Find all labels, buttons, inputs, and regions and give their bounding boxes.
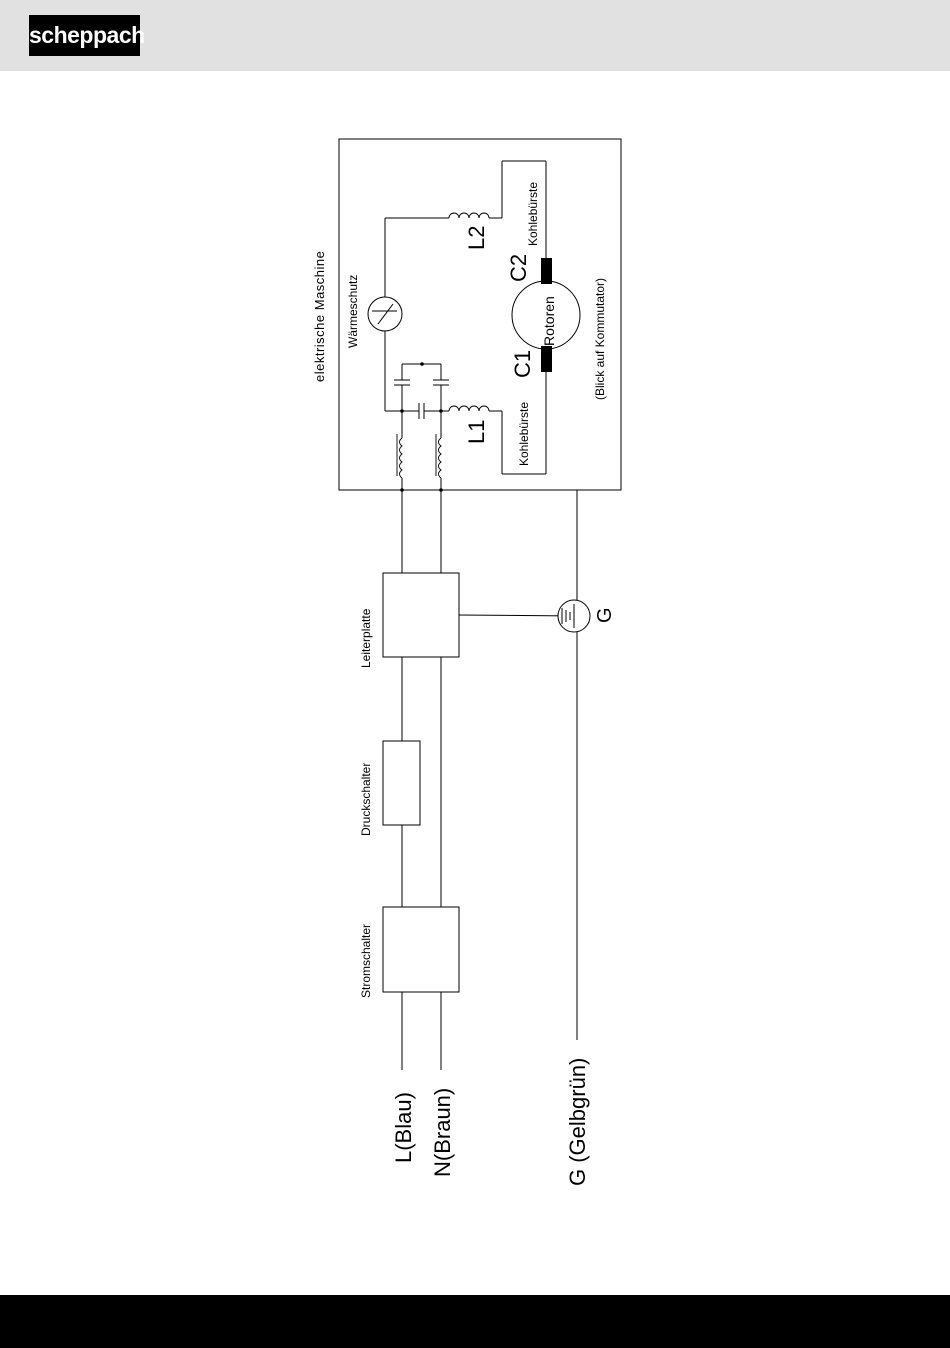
ground-label: G (Gelbgrün) [565, 1058, 590, 1186]
pressure-switch-box [383, 741, 420, 825]
commutator-note: (Blick auf Kommutator) [593, 278, 607, 400]
coil-l2-label: L2 [464, 226, 489, 250]
pcb-label: Leiterplatte [359, 608, 373, 668]
choke-live [397, 411, 402, 490]
machine-label: elektrische Maschine [312, 251, 327, 382]
thermal-protector-symbol [368, 297, 402, 331]
coil-l1-label: L1 [464, 420, 489, 444]
brush-left-label: Kohlebürste [517, 402, 531, 466]
coil-l1 [449, 406, 489, 411]
ground-symbol [558, 600, 590, 632]
rotor-label: Rotoren [541, 296, 557, 346]
thermal-protection-label: Wärmeschutz [346, 275, 360, 348]
page-footer [0, 1295, 950, 1348]
pcb-box [383, 573, 459, 657]
choke-neutral [436, 411, 441, 490]
ground-symbol-label: G [594, 607, 616, 623]
pressure-switch-label: Druckschalter [359, 763, 373, 836]
neutral-label: N(Braun) [430, 1088, 455, 1177]
brush-c2 [541, 258, 552, 284]
power-switch-box [383, 907, 459, 992]
brush-c1-label: C1 [510, 350, 535, 378]
brush-c1 [541, 346, 552, 372]
live-label: L(Blau) [391, 1092, 416, 1163]
brush-right-label: Kohlebürste [526, 182, 540, 246]
brush-c2-label: C2 [506, 254, 531, 282]
capacitor-network [394, 362, 449, 419]
coil-l2 [449, 213, 489, 218]
power-switch-label: Stromschalter [359, 924, 373, 998]
